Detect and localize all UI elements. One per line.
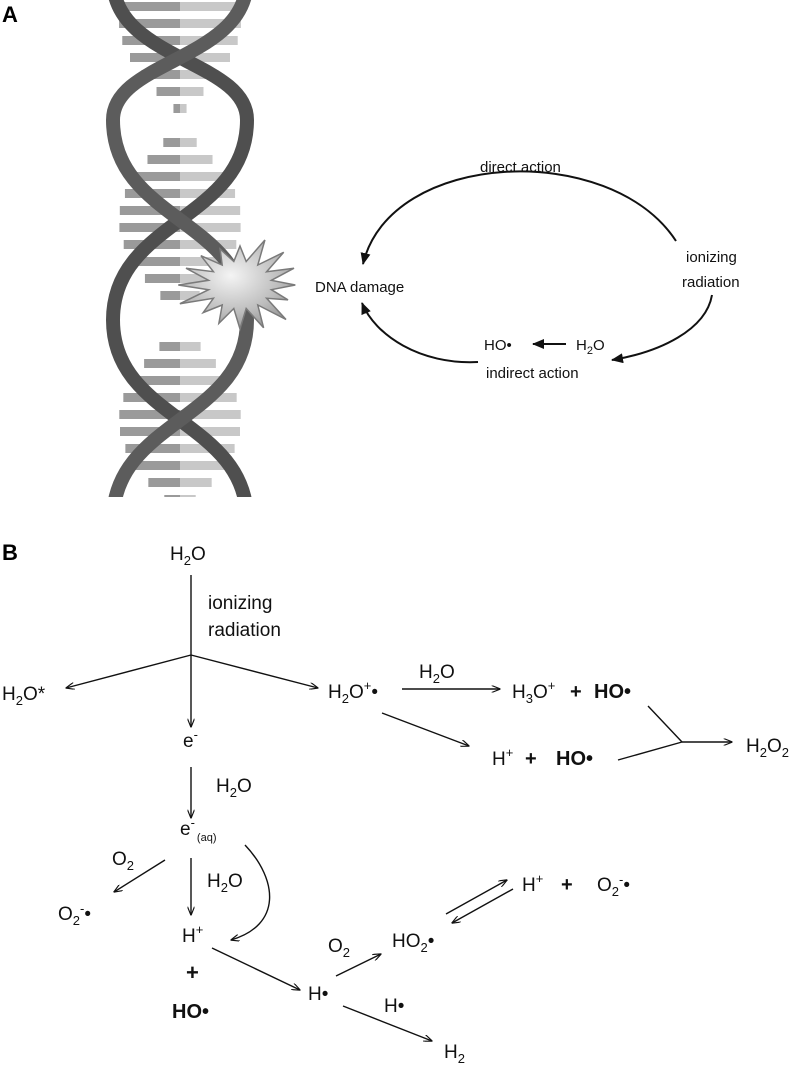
superoxide-eq: O2-• xyxy=(597,872,630,899)
plus-lower: + xyxy=(186,960,199,985)
base-pair-right xyxy=(180,427,241,436)
plus-2: + xyxy=(525,748,537,770)
ho-radical-label-a: HO• xyxy=(484,337,512,354)
base-pair-right xyxy=(180,104,187,113)
water-over-arrow: H2O xyxy=(419,662,455,686)
base-pair-right xyxy=(180,461,225,470)
indirect-action-arrow xyxy=(361,302,479,364)
arrow-to-hydroperoxyl xyxy=(335,954,381,977)
water-electron-arrow: H2O xyxy=(216,776,252,800)
base-pair-left xyxy=(147,155,180,164)
base-pair-left xyxy=(159,342,180,351)
water-label-a: H2O xyxy=(576,337,605,357)
oxygen-label-left: O2 xyxy=(112,849,134,873)
base-pair-right xyxy=(180,342,201,351)
base-pair-left xyxy=(173,104,180,113)
aqueous-electron: e-(aq) xyxy=(180,815,216,844)
base-pair-left xyxy=(119,410,180,419)
plus-1: + xyxy=(570,681,582,703)
proton-lower: H+ xyxy=(182,922,203,947)
base-pair-right xyxy=(180,359,216,368)
water-radical-cation: H2O+• xyxy=(328,678,378,706)
proton-1: H+ xyxy=(492,745,513,770)
equilibrium-forward xyxy=(445,880,507,915)
base-pair-left xyxy=(148,478,180,487)
damage-burst-icon xyxy=(178,239,296,332)
base-pair-right xyxy=(180,223,241,232)
hydroxyl-radical-2: HO• xyxy=(556,748,593,770)
arrow-to-superoxide xyxy=(114,859,166,892)
base-pair-right xyxy=(180,172,226,181)
indirect-action-label: indirect action xyxy=(486,365,579,382)
radiation-label-b: radiation xyxy=(208,620,281,641)
dna-double-helix xyxy=(105,0,255,527)
base-pair-left xyxy=(160,291,180,300)
base-pair-left xyxy=(144,359,180,368)
arrow-to-excited-water xyxy=(66,654,192,688)
electron: e- xyxy=(183,727,198,752)
base-pair-right xyxy=(180,291,200,300)
base-pair-left xyxy=(120,2,180,11)
base-pair-right xyxy=(180,376,229,385)
hydrogen-peroxide: H2O2 xyxy=(746,736,789,760)
base-pair-right xyxy=(180,53,230,62)
direct-action-arrow xyxy=(360,170,677,265)
panel-a-label: A xyxy=(2,2,18,27)
plus-eq: + xyxy=(561,874,573,896)
base-pair-left xyxy=(134,172,180,181)
base-pair-right xyxy=(180,410,241,419)
hydrogen-radical-over-arrow: H• xyxy=(384,996,404,1017)
hydronium: H3O+ xyxy=(512,678,555,706)
hydrogen-gas: H2 xyxy=(444,1042,465,1065)
panel-b-label: B xyxy=(2,540,18,565)
base-pair-right xyxy=(180,478,212,487)
curved-arrow-to-proton xyxy=(231,844,271,940)
base-pair-left xyxy=(119,427,180,436)
water-mid: H2O xyxy=(207,871,243,895)
water-top: H2O xyxy=(170,544,206,568)
superoxide-left: O2-• xyxy=(58,901,91,928)
base-pair-left xyxy=(119,19,180,28)
base-pair-right xyxy=(180,19,241,28)
excited-water: H2O* xyxy=(2,684,46,708)
base-pair-right xyxy=(180,257,228,266)
base-pair-left xyxy=(135,461,180,470)
proton-eq: H+ xyxy=(522,871,543,896)
base-pair-left xyxy=(132,257,180,266)
hydroxyl-radical-lower: HO• xyxy=(172,1001,209,1023)
base-pair-right xyxy=(180,274,216,283)
arrow-to-proton xyxy=(381,712,469,746)
arrow-to-water-cation xyxy=(190,654,318,688)
base-pair-right xyxy=(180,138,197,147)
equilibrium-reverse xyxy=(452,888,514,923)
base-pair-right xyxy=(180,2,240,11)
dna-backbone-strand-front xyxy=(105,0,255,527)
merge-line-lower xyxy=(617,741,683,761)
base-pair-right xyxy=(180,206,241,215)
oxygen-label-arrow: O2 xyxy=(328,936,350,960)
radiation-to-water-arrow xyxy=(611,294,713,364)
ionizing-label-a: ionizing xyxy=(686,249,737,266)
radiation-label-a: radiation xyxy=(682,274,740,291)
base-pair-left xyxy=(156,87,180,96)
base-pair-left xyxy=(144,274,180,283)
hydroxyl-radical-1: HO• xyxy=(594,681,631,703)
merge-line-upper xyxy=(647,705,683,743)
ionizing-label-b: ionizing xyxy=(208,593,272,614)
base-pair-left xyxy=(119,206,180,215)
arrow-to-hydrogen-gas xyxy=(342,1005,432,1041)
base-pair-left xyxy=(131,376,180,385)
base-pair-left xyxy=(119,223,180,232)
arrow-to-hydrogen-radical xyxy=(211,947,300,990)
dna-damage-label: DNA damage xyxy=(315,279,404,296)
base-pair-right xyxy=(180,87,204,96)
base-pair-right xyxy=(180,155,213,164)
reaction-arrows xyxy=(66,575,732,1041)
base-pair-left xyxy=(130,53,180,62)
base-pair-left xyxy=(163,138,180,147)
hydrogen-radical: H• xyxy=(308,984,328,1005)
hydroperoxyl-radical: HO2• xyxy=(392,931,434,955)
